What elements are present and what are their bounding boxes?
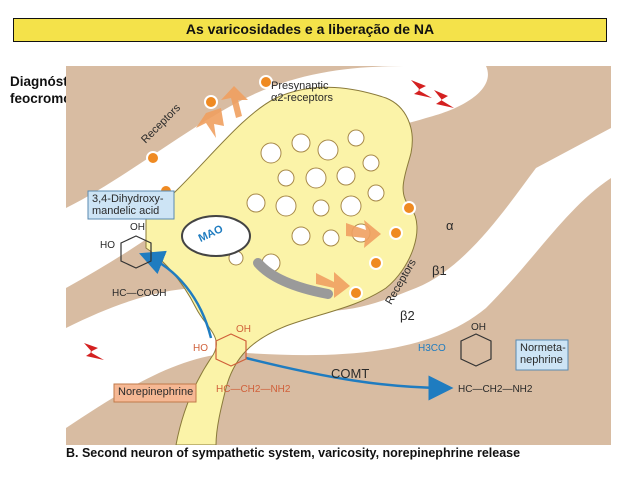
dhma-benzene-ring (120, 235, 152, 269)
vesicle-icon (336, 166, 356, 186)
dhma-oh-label: OH (130, 222, 145, 233)
synaptic-cleft-lower (66, 128, 611, 428)
mao-pathway-arrow (139, 250, 213, 339)
lightning-bolt-icon (434, 90, 454, 108)
vesicle-icon (291, 133, 311, 153)
receptor-knobs (146, 75, 416, 300)
dhma-line1: 3,4-Dihydroxy- (92, 193, 164, 205)
norepi-chain-label: HC—CH2—NH2 (216, 384, 291, 395)
norepi-oh-label: OH (236, 324, 251, 335)
figure-caption: B. Second neuron of sympathetic system, … (66, 446, 521, 460)
normeta-benzene-ring (460, 333, 492, 367)
vesicle-icon (260, 142, 282, 164)
comt-pathway-arrow (245, 356, 454, 401)
receptor-knob-icon (369, 256, 383, 270)
vesicle-icon (246, 193, 266, 213)
reuptake-arrow (253, 258, 333, 299)
release-arrow (346, 220, 381, 248)
beta1-receptor-label: β1 (432, 263, 447, 278)
receptor-knob-icon (146, 151, 160, 165)
vesicle-icon (305, 167, 327, 189)
dhma-line2: mandelic acid (92, 205, 160, 217)
presynaptic-receptors-label: Presynaptic α2-receptors (271, 80, 333, 104)
vesicle-cluster (228, 129, 385, 273)
normeta-label: Normeta- nephrine (520, 342, 566, 366)
norepinephrine-label: Norepinephrine (118, 386, 194, 398)
vesicle-icon (322, 229, 340, 247)
normeta-h3co-label: H3CO (418, 343, 446, 354)
lightning-bolt-icon (411, 80, 432, 98)
release-arrow (316, 272, 350, 298)
release-arrow (221, 86, 248, 118)
presynaptic-line1: Presynaptic (271, 80, 329, 92)
varicosity-figure: Presynaptic α2-receptors Receptors Recep… (66, 58, 611, 445)
vesicle-icon (275, 195, 297, 217)
beta2-receptor-label: β2 (400, 308, 415, 323)
vesicle-icon (347, 129, 365, 147)
receptor-knob-icon (389, 226, 403, 240)
dhma-label: 3,4-Dihydroxy- mandelic acid (92, 193, 164, 217)
dhma-label-box (87, 190, 175, 220)
release-arrows (196, 86, 381, 298)
receptor-knob-icon (259, 75, 273, 89)
normeta-line2: nephrine (520, 354, 563, 366)
vesicle-icon (362, 154, 380, 172)
vesicle-icon (367, 184, 385, 202)
normeta-label-box (515, 339, 569, 371)
receptor-knob-icon (402, 201, 416, 215)
release-arrow (196, 108, 224, 138)
dhma-ho-label: HO (100, 240, 115, 251)
norepinephrine-label-box (113, 383, 197, 403)
norepi-ho-label: HO (193, 343, 208, 354)
presynaptic-line2: α2-receptors (271, 92, 333, 104)
receptor-knob-icon (204, 95, 218, 109)
vesicle-icon (317, 139, 339, 161)
receptor-knob-icon (349, 286, 363, 300)
vesicle-icon (340, 195, 362, 217)
comt-label: COMT (331, 366, 370, 381)
alpha-receptor-label: α (446, 218, 454, 233)
slide-title: As varicosidades e a liberação de NA (13, 18, 607, 42)
dhma-chain-label: HC—COOH (112, 288, 167, 299)
vesicle-icon (277, 169, 295, 187)
vesicle-icon (291, 226, 311, 246)
varicosity-illustration (66, 66, 611, 445)
mitochondrion-icon (181, 215, 251, 257)
vesicle-icon (312, 199, 330, 217)
normeta-oh-label: OH (471, 322, 486, 333)
norepinephrine-benzene-ring (215, 333, 247, 367)
lightning-bolt-icon (84, 343, 104, 360)
normeta-line1: Normeta- (520, 342, 566, 354)
normeta-chain-label: HC—CH2—NH2 (458, 384, 533, 395)
